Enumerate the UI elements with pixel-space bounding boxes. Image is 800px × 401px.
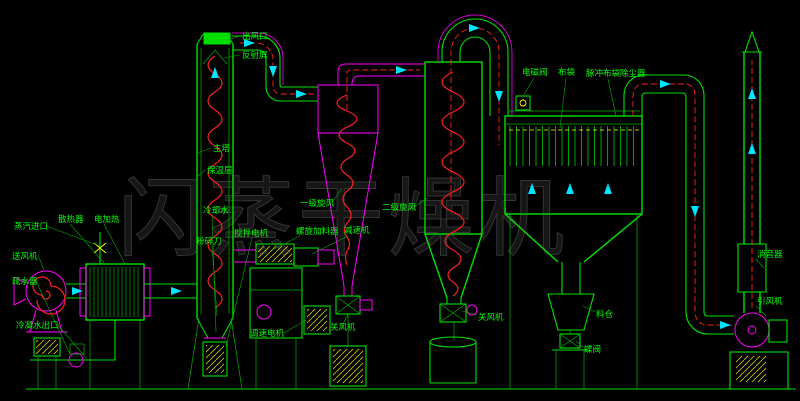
collector-drum <box>429 336 477 348</box>
label-induced-fan: 引风机 <box>757 296 783 307</box>
label-supply-fan: 送风机 <box>12 251 38 262</box>
tower-top-duct <box>232 32 318 102</box>
label-reducer: 减速机 <box>344 225 370 236</box>
filter-bags <box>508 126 639 166</box>
label-rotary-valve-2: 关风机 <box>478 312 504 323</box>
label-filter-bag: 布袋 <box>558 67 576 78</box>
label-hopper: 料仓 <box>596 309 614 320</box>
speed-motor-box <box>303 305 331 335</box>
feeder-cabinet <box>249 267 303 339</box>
label-bag-filter: 脉冲布袋除尘器 <box>586 68 646 79</box>
label-reflector: 反射屏 <box>242 50 268 61</box>
tower-spiral <box>207 55 223 309</box>
label-cooling-water: 冷却水 <box>203 205 229 216</box>
label-air-outlet: 出风口 <box>242 31 268 42</box>
label-rotary-valve-1: 关风机 <box>330 322 356 333</box>
cyclone-2 <box>424 14 513 384</box>
reflector-screen <box>202 49 228 65</box>
label-radiator: 散热器 <box>58 214 84 225</box>
steam-trap-pump <box>68 352 84 368</box>
cyclone1-spiral <box>336 94 358 266</box>
labels: 蒸汽进口 散热器 电加热 送风机 疏水器 冷凝水出口 出风口 反射屏 主塔 保温… <box>12 31 783 355</box>
label-heater: 电加热 <box>94 214 120 225</box>
label-butterfly-valve: 蝶阀 <box>584 344 601 355</box>
label-agitator-motor: 搅拌电机 <box>234 228 269 239</box>
label-main-tower: 主塔 <box>213 143 231 154</box>
induced-draft-fan <box>729 312 789 390</box>
label-muffler: 消音器 <box>757 249 783 260</box>
discharge-hopper <box>547 293 595 331</box>
agitator-motor-box <box>202 341 228 377</box>
screw-feeder-assembly <box>233 243 335 389</box>
chimney-stack <box>737 30 767 313</box>
label-solenoid-valve: 电磁阀 <box>522 67 548 78</box>
label-cyclone2: 二级旋风 <box>382 202 417 213</box>
cyclone2-spiral <box>441 71 465 297</box>
rotary-valve-2 <box>439 303 467 323</box>
main-tower <box>187 32 243 390</box>
label-crusher-blade: 粉碎刀 <box>196 236 222 247</box>
label-cyclone1: 一级旋风 <box>300 198 335 209</box>
exhaust-duct <box>623 74 734 335</box>
collector-box-1 <box>329 345 367 387</box>
label-speed-motor: 调速电机 <box>250 328 285 339</box>
steam-radiator <box>30 232 197 389</box>
cyclone-1 <box>317 63 425 387</box>
label-steam-trap: 疏水器 <box>12 276 38 287</box>
label-steam-inlet: 蒸汽进口 <box>14 221 48 232</box>
label-condensate-outlet: 冷凝水出口 <box>16 320 59 331</box>
label-screw-feeder: 螺旋加料器 <box>296 226 339 237</box>
butterfly-valve-box <box>559 333 581 349</box>
leader-lines <box>35 35 767 359</box>
fan-base <box>729 351 789 390</box>
watermark-text: 闪蒸干燥机 <box>118 169 568 269</box>
solenoid-valve-box <box>515 95 531 111</box>
label-insulation: 保温层 <box>207 165 233 176</box>
